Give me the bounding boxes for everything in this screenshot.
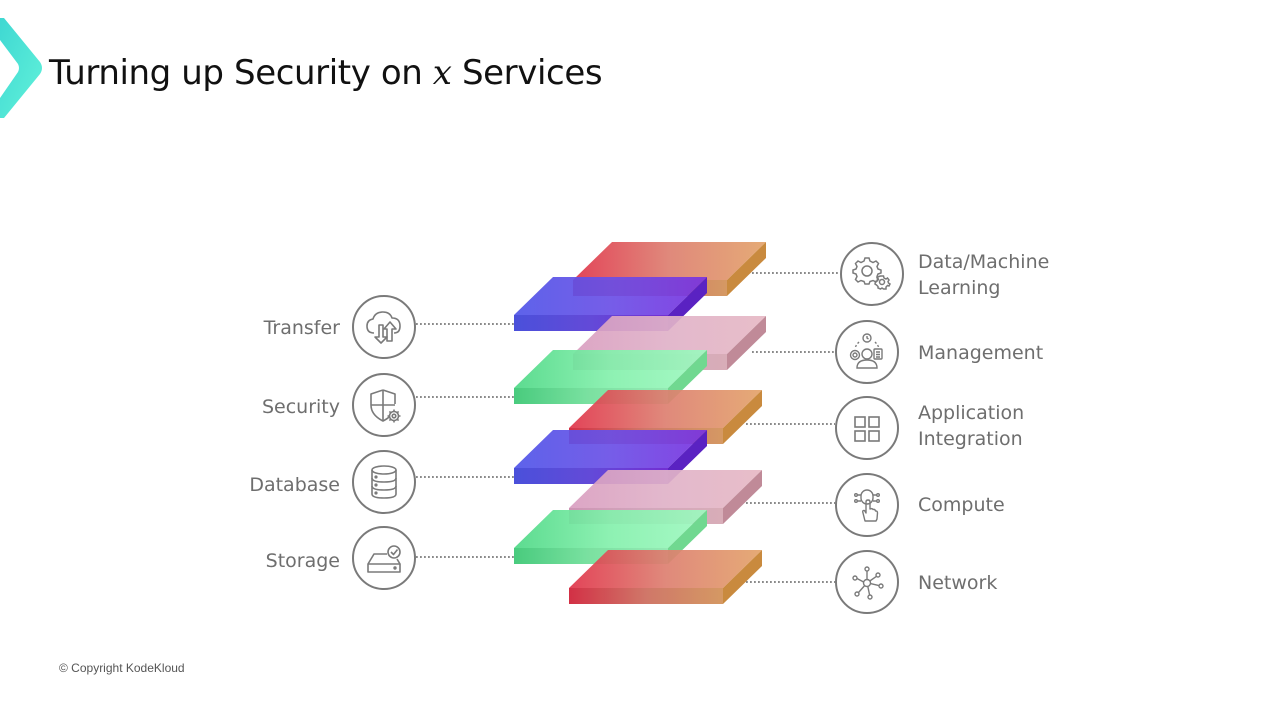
layer-plate-orange-3	[569, 550, 762, 604]
slide-title: Turning up Security on x Services	[49, 53, 603, 93]
layer-top-face	[514, 277, 707, 315]
layer-side-face	[727, 242, 766, 296]
layer-top-face	[569, 390, 762, 428]
layer-plate-blue-1	[514, 277, 707, 331]
kodekloud-logo-chevron	[0, 18, 42, 118]
service-label-data-ml-line2: Learning	[918, 277, 1001, 299]
layer-front-face	[569, 588, 723, 604]
service-label-compute: Compute	[918, 492, 1005, 518]
title-text-prefix: Turning up Security on	[49, 53, 433, 93]
shield-gear-icon	[370, 389, 401, 423]
app-integration-service-icon-button[interactable]	[835, 396, 899, 460]
service-label-management: Management	[918, 340, 1043, 366]
layer-side-face	[723, 550, 762, 604]
data-ml-service-icon-button[interactable]	[840, 242, 904, 306]
grid-icon	[854, 416, 880, 442]
storage-drive-icon	[367, 545, 401, 573]
layer-top-face	[514, 350, 707, 388]
management-icon	[849, 333, 883, 369]
touch-compute-icon	[854, 489, 881, 522]
copyright-notice: © Copyright KodeKloud	[59, 661, 185, 675]
service-label-app-integration-line2: Integration	[918, 428, 1023, 450]
service-label-data-ml: Data/Machine Learning	[918, 249, 1049, 301]
service-label-app-integration: Application Integration	[918, 400, 1024, 452]
service-label-management-line1: Management	[918, 342, 1044, 364]
storage-service-icon-button[interactable]	[352, 526, 416, 590]
layer-stack	[514, 242, 766, 604]
layer-top-face	[514, 510, 707, 548]
network-service-icon-button[interactable]	[835, 550, 899, 614]
service-label-network: Network	[918, 570, 997, 596]
layer-top-face	[569, 470, 762, 508]
service-label-network-line1: Network	[918, 572, 998, 594]
cloud-transfer-icon	[366, 311, 401, 344]
layer-side-face	[723, 390, 762, 444]
title-text-suffix: Services	[451, 53, 603, 93]
layer-top-face	[573, 316, 766, 354]
layer-side-face	[723, 470, 762, 524]
service-label-data-ml-line1: Data/Machine	[918, 251, 1050, 273]
security-service-icon-button[interactable]	[352, 373, 416, 437]
compute-service-icon-button[interactable]	[835, 473, 899, 537]
layer-front-shade	[569, 588, 723, 604]
transfer-service-icon-button[interactable]	[352, 295, 416, 359]
database-icon	[371, 465, 397, 499]
network-icon	[852, 566, 884, 600]
database-service-icon-button[interactable]	[352, 450, 416, 514]
service-label-compute-line1: Compute	[918, 494, 1005, 516]
layer-top-face	[573, 242, 766, 280]
layer-side-face	[727, 316, 766, 370]
title-variable: x	[432, 53, 452, 93]
layer-top-face	[569, 550, 762, 588]
service-label-security: Security	[261, 396, 340, 418]
service-label-transfer: Transfer	[263, 317, 340, 339]
gears-icon	[852, 257, 891, 290]
layer-top-face	[514, 430, 707, 468]
service-label-database: Database	[249, 474, 340, 496]
connector-lines	[416, 272, 840, 583]
service-label-app-integration-line1: Application	[918, 402, 1025, 424]
management-service-icon-button[interactable]	[835, 320, 899, 384]
service-label-storage: Storage	[265, 550, 340, 572]
